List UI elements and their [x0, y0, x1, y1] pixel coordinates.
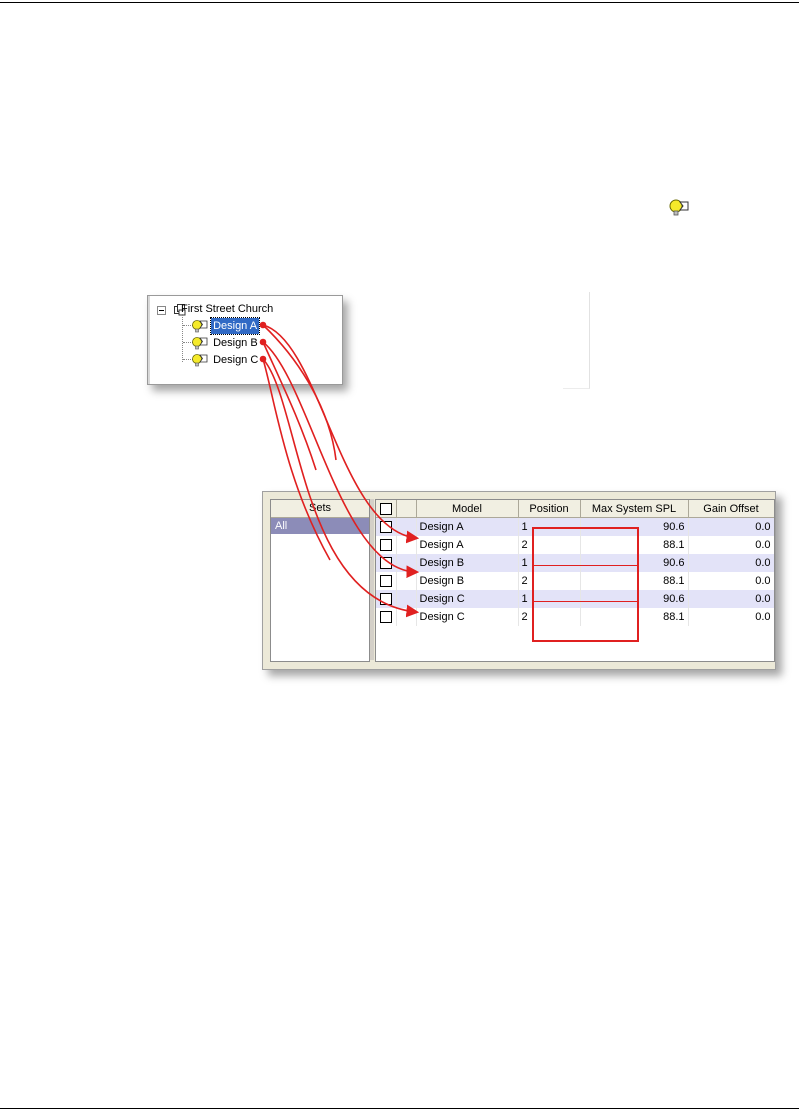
- row-checkbox[interactable]: [379, 611, 392, 624]
- select-all-checkbox[interactable]: [379, 502, 392, 515]
- cell-model: Design A: [416, 517, 519, 536]
- cell-max-spl: 90.6: [580, 517, 689, 536]
- footer-rule: [0, 1108, 799, 1109]
- design-icon: [192, 337, 208, 350]
- header-rule: [0, 2, 799, 3]
- table-row[interactable]: Design B 2 88.1 0.0: [376, 572, 774, 590]
- cell-model: Design C: [416, 608, 519, 626]
- cell-max-spl: 88.1: [580, 572, 689, 590]
- sets-grid-window: Sets All Model Position Max System SPL G…: [262, 491, 776, 670]
- background-frame: [563, 292, 590, 389]
- cell-gain-offset: 0.0: [688, 572, 774, 590]
- pane-splitter[interactable]: [370, 499, 374, 660]
- design-icon: [192, 320, 208, 333]
- column-header-model[interactable]: Model: [416, 500, 519, 518]
- column-header-position[interactable]: Position: [518, 500, 581, 518]
- model-table: Model Position Max System SPL Gain Offse…: [375, 499, 775, 662]
- column-header-max-spl[interactable]: Max System SPL: [580, 500, 689, 518]
- sets-header[interactable]: Sets: [271, 500, 369, 518]
- row-checkbox[interactable]: [379, 593, 392, 606]
- model-group-divider: [532, 601, 637, 602]
- cell-model: Design B: [416, 554, 519, 572]
- column-header-blank[interactable]: [396, 500, 417, 518]
- cell-model: Design A: [416, 536, 519, 554]
- column-header-gain-offset[interactable]: Gain Offset: [688, 500, 774, 518]
- tree-root[interactable]: First Street Church: [179, 301, 275, 317]
- sets-item-all[interactable]: All: [271, 518, 369, 534]
- cell-gain-offset: 0.0: [688, 554, 774, 572]
- cell-max-spl: 90.6: [580, 554, 689, 572]
- cell-gain-offset: 0.0: [688, 536, 774, 554]
- cell-model: Design C: [416, 590, 519, 608]
- row-checkbox[interactable]: [379, 539, 392, 552]
- sets-pane: Sets All: [270, 499, 370, 662]
- row-checkbox[interactable]: [379, 575, 392, 588]
- tree-root-label: First Street Church: [181, 303, 274, 315]
- tree-item-label: Design A: [210, 317, 261, 335]
- cell-gain-offset: 0.0: [688, 590, 774, 608]
- design-tree: First Street Church Design A Design B De…: [147, 295, 343, 385]
- select-all-header[interactable]: [376, 500, 397, 518]
- row-checkbox[interactable]: [379, 557, 392, 570]
- model-highlight-box: [532, 527, 639, 642]
- design-icon: [192, 354, 208, 367]
- design-icon: [669, 199, 689, 216]
- cell-model: Design B: [416, 572, 519, 590]
- tree-item-label: Design B: [213, 337, 258, 349]
- collapse-icon[interactable]: [157, 306, 166, 315]
- tree-item-label: Design C: [213, 354, 259, 366]
- cell-gain-offset: 0.0: [688, 608, 774, 626]
- tree-item-design-b[interactable]: Design B: [192, 335, 260, 351]
- tree-item-design-a[interactable]: Design A: [192, 317, 261, 335]
- row-checkbox[interactable]: [379, 521, 392, 534]
- cell-max-spl: 88.1: [580, 608, 689, 626]
- cell-max-spl: 90.6: [580, 590, 689, 608]
- cell-max-spl: 88.1: [580, 536, 689, 554]
- table-row[interactable]: Design B 1 90.6 0.0: [376, 554, 774, 572]
- model-group-divider: [532, 565, 637, 566]
- project-icon: [174, 304, 186, 316]
- cell-gain-offset: 0.0: [688, 517, 774, 536]
- tree-item-design-c[interactable]: Design C: [192, 352, 260, 368]
